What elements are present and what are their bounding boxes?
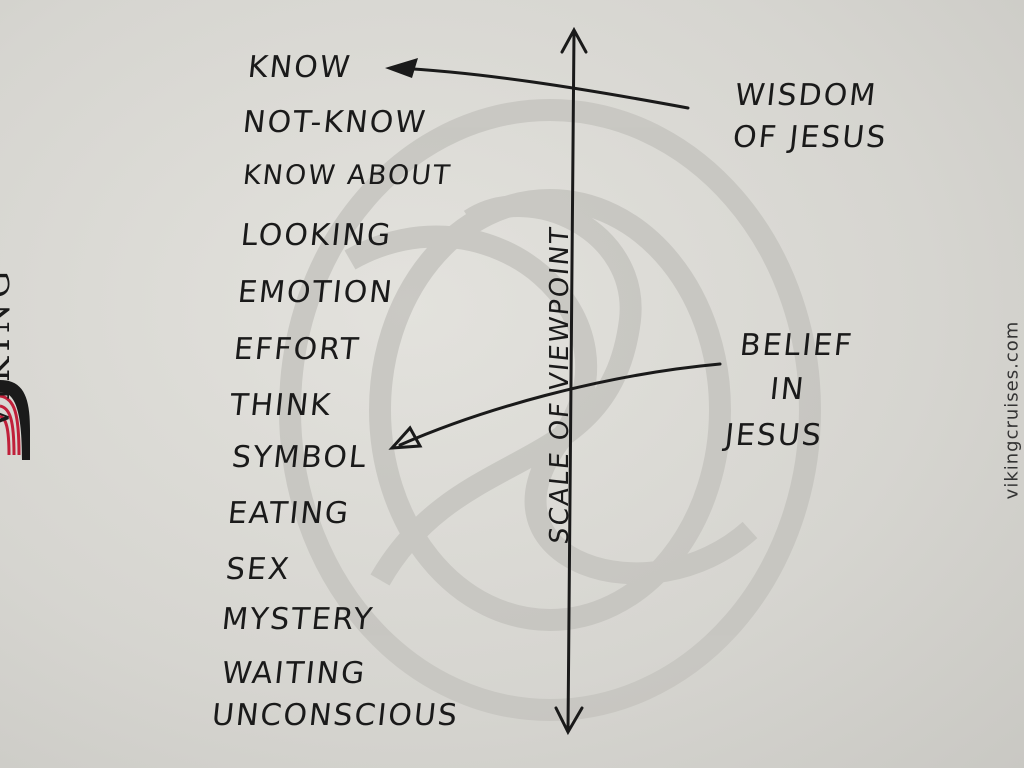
scale-item-think: THINK <box>228 388 334 423</box>
scale-item-unconscious: UNCONSCIOUS <box>210 698 461 733</box>
celtic-knot-watermark <box>279 99 821 721</box>
axis-bottom-arrowhead <box>554 706 584 736</box>
scale-item-know-about: KNOW ABOUT <box>241 160 454 191</box>
scale-item-know: KNOW <box>246 50 354 85</box>
wisdom-arrow <box>393 66 690 110</box>
scale-item-sex: SEX <box>224 552 293 587</box>
axis-top-arrowhead <box>560 26 588 54</box>
scale-item-not-know: NOT-KNOW <box>241 105 429 140</box>
scale-item-looking: LOOKING <box>239 218 394 253</box>
belief-arrow <box>398 362 722 447</box>
scale-item-symbol: SYMBOL <box>230 440 370 475</box>
viewpoint-axis <box>566 30 576 732</box>
belief-label-line1: BELIEF <box>738 328 856 363</box>
scale-item-emotion: EMOTION <box>236 275 396 310</box>
belief-label-line3: JESUS <box>723 418 825 453</box>
scale-item-eating: EATING <box>226 496 352 531</box>
wisdom-arrowhead <box>385 58 418 78</box>
scale-item-waiting: WAITING <box>220 656 369 691</box>
wisdom-label-line1: WISDOM <box>733 78 879 113</box>
scale-item-mystery: MYSTERY <box>220 602 376 637</box>
wisdom-label-line2: OF JESUS <box>731 120 890 155</box>
viking-logo-icon <box>0 380 30 460</box>
scale-item-effort: EFFORT <box>232 332 362 367</box>
belief-label-line2: IN <box>768 372 808 407</box>
axis-label: SCALE OF VIEWPOINT <box>545 224 575 546</box>
belief-arrowhead <box>388 425 423 450</box>
